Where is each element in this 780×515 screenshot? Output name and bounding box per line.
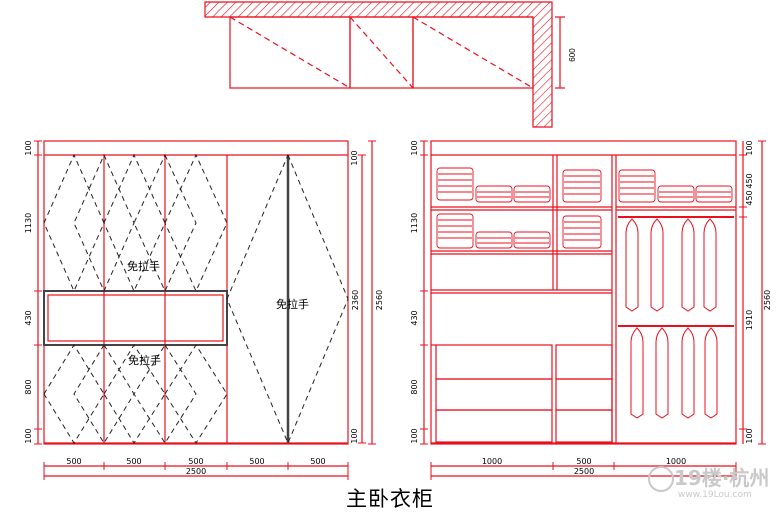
- no-handle-label-1: 免拉手: [127, 259, 160, 273]
- front-bottom-dims: 500 500 500 500 500 2500: [66, 457, 325, 476]
- svg-text:100: 100: [745, 428, 754, 443]
- svg-text:1000: 1000: [666, 457, 686, 466]
- svg-text:500: 500: [249, 457, 264, 466]
- drawing-title: 主卧衣柜: [346, 487, 434, 511]
- svg-text:1910: 1910: [745, 310, 754, 330]
- drawer-4: [555, 344, 613, 380]
- svg-text:500: 500: [576, 457, 591, 466]
- svg-text:100: 100: [350, 428, 359, 443]
- svg-text:100: 100: [350, 150, 359, 165]
- drawer-6: [555, 409, 613, 443]
- watermark-text: 19楼·杭州: [674, 466, 770, 490]
- svg-text:2500: 2500: [186, 467, 206, 476]
- svg-text:450: 450: [745, 173, 754, 188]
- interior-left-dims: 100 1130 430 800 100: [410, 140, 419, 443]
- watermark: 19楼·杭州 www.19Lou.com: [648, 460, 776, 510]
- wall-hatch: [204, 1, 553, 128]
- svg-text:2560: 2560: [375, 290, 384, 310]
- svg-text:1130: 1130: [410, 213, 419, 233]
- drawer-3: [435, 409, 553, 443]
- drawer-5: [555, 378, 613, 411]
- svg-text:500: 500: [126, 457, 141, 466]
- no-handle-label-3: 免拉手: [276, 297, 309, 311]
- drawer-2: [435, 378, 553, 411]
- svg-text:100: 100: [410, 428, 419, 443]
- plan-depth-dim: 600: [568, 48, 577, 62]
- svg-text:100: 100: [745, 140, 754, 155]
- svg-text:2500: 2500: [574, 467, 594, 476]
- svg-text:2360: 2360: [351, 290, 360, 310]
- svg-text:500: 500: [66, 457, 81, 466]
- folded-clothes: [436, 167, 733, 249]
- svg-text:800: 800: [24, 379, 33, 394]
- svg-text:450: 450: [745, 190, 754, 205]
- drawer-1: [435, 344, 553, 380]
- front-elevation: [34, 140, 376, 480]
- no-handle-label-2: 免拉手: [128, 353, 161, 367]
- watermark-logo-icon: [648, 466, 674, 492]
- interior-right-dims: 100 450 450 1910 100 2560: [745, 140, 772, 443]
- front-left-dims: 100 1130 430 800 100: [24, 140, 33, 443]
- front-right-dims: 100 100 2360 2560: [350, 150, 384, 443]
- front-open-shelf: [43, 290, 228, 346]
- hanging-garments: [625, 218, 718, 419]
- svg-text:1000: 1000: [482, 457, 502, 466]
- svg-text:430: 430: [410, 310, 419, 325]
- top-plan-view: [204, 1, 565, 128]
- svg-text:100: 100: [24, 140, 33, 155]
- watermark-url: www.19Lou.com: [678, 490, 752, 500]
- plan-door-3: [412, 16, 534, 89]
- svg-text:1130: 1130: [24, 213, 33, 233]
- svg-text:800: 800: [410, 379, 419, 394]
- interior-elevation: [420, 140, 766, 480]
- interior-bottom-dims: 1000 500 1000 2500: [482, 457, 686, 476]
- svg-text:100: 100: [410, 140, 419, 155]
- svg-text:2560: 2560: [763, 290, 772, 310]
- svg-text:100: 100: [24, 428, 33, 443]
- svg-text:500: 500: [188, 457, 203, 466]
- svg-text:500: 500: [310, 457, 325, 466]
- svg-text:430: 430: [24, 310, 33, 325]
